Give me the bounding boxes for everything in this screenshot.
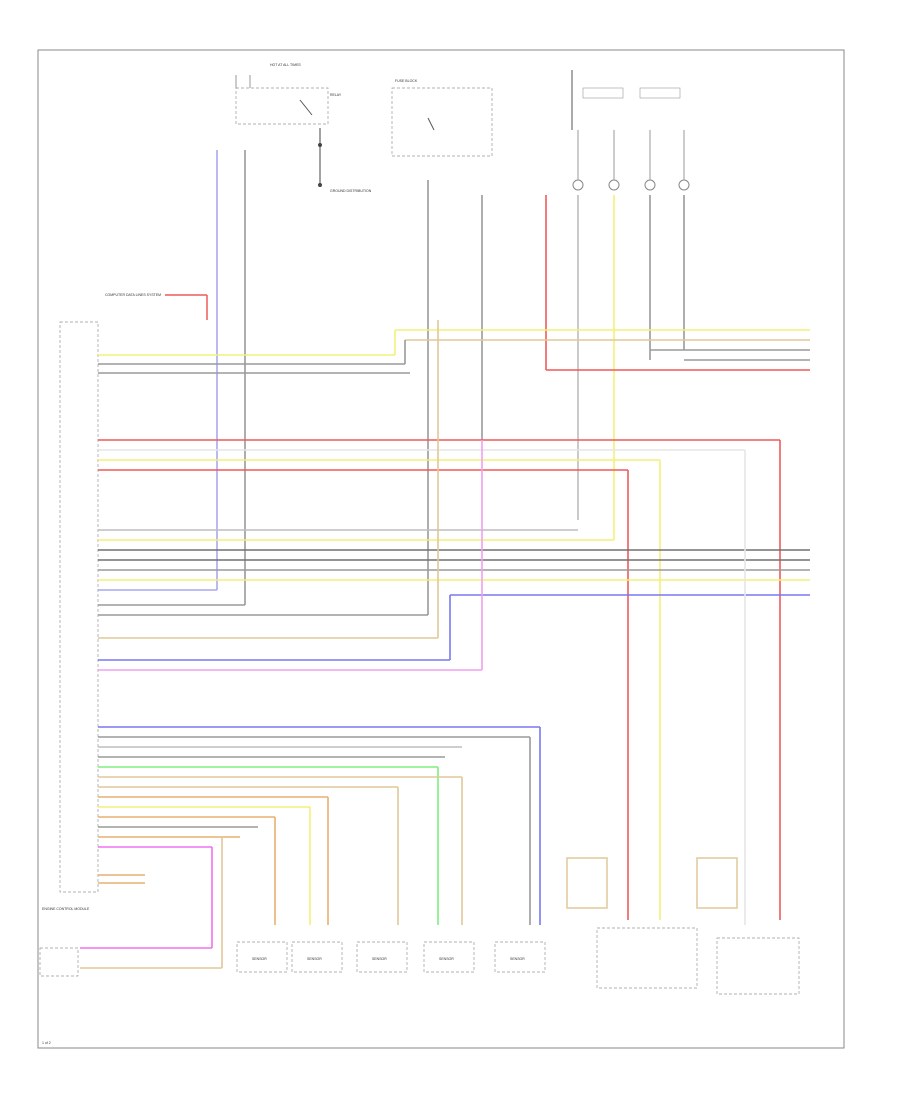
harness-top bbox=[98, 329, 810, 374]
ground-icon bbox=[318, 183, 322, 187]
sensor-2-label: SENSOR bbox=[307, 957, 322, 961]
left-note: COMPUTER DATA LINES SYSTEM bbox=[105, 293, 161, 297]
svg-text:RELAY: RELAY bbox=[330, 93, 342, 97]
ground-label: GROUND DISTRIBUTION bbox=[330, 189, 372, 193]
sensor-5-label: SENSOR bbox=[510, 957, 525, 961]
sensor-3-label: SENSOR bbox=[372, 957, 387, 961]
sensor-4-label: SENSOR bbox=[439, 957, 454, 961]
splice-icon bbox=[318, 143, 322, 147]
connector-icon bbox=[572, 179, 690, 191]
left-module: COMPUTER DATA LINES SYSTEM bbox=[59, 293, 208, 893]
ecm-connector: ENGINE CONTROL MODULE 1 of 2 bbox=[39, 907, 90, 1045]
top-right-components bbox=[571, 70, 690, 191]
bottom-note: ENGINE CONTROL MODULE bbox=[42, 907, 90, 911]
top-left-relay: HOT AT ALL TIMES RELAY bbox=[235, 63, 342, 125]
harness-middle bbox=[98, 320, 810, 920]
page-ref: 1 of 2 bbox=[42, 1041, 51, 1045]
top-fuse-block: FUSE BLOCK bbox=[391, 79, 493, 157]
sensor-boxes: SENSOR SENSOR SENSOR SENSOR SENSOR bbox=[236, 941, 546, 973]
fuse-block-label: FUSE BLOCK bbox=[395, 79, 418, 83]
diagram-frame bbox=[37, 49, 845, 1049]
top-fuse-label: HOT AT ALL TIMES bbox=[270, 63, 301, 67]
sensor-1-label: SENSOR bbox=[252, 957, 267, 961]
bottom-right-modules bbox=[566, 450, 800, 995]
harness-lower bbox=[80, 726, 541, 969]
ground-distribution: GROUND DISTRIBUTION bbox=[318, 128, 372, 193]
